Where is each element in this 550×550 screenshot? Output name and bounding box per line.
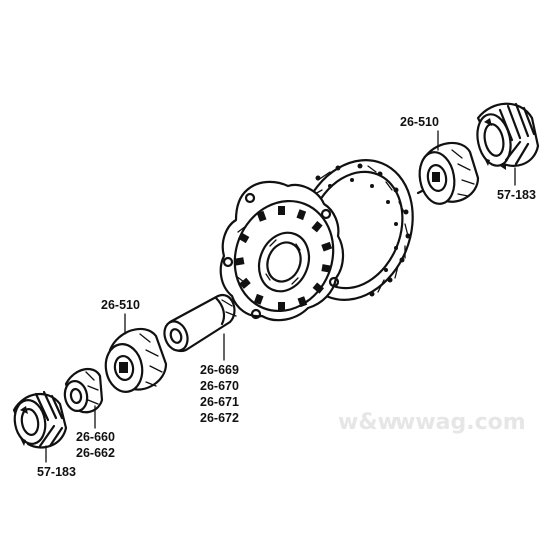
- label-cage-lower: 57-183: [37, 465, 76, 479]
- wheel-hub: [219, 159, 414, 322]
- roller-cage-57-183-lower: [12, 390, 68, 449]
- label-cage-upper: 57-183: [497, 188, 536, 202]
- label-race-1: 26-660: [76, 430, 115, 444]
- watermark-site: wwag.com: [395, 410, 526, 435]
- label-bearing-lower: 26-510: [101, 298, 140, 312]
- drum-holes: [315, 163, 411, 297]
- label-spacer-4: 26-672: [200, 411, 239, 425]
- label-spacer-3: 26-671: [200, 395, 239, 409]
- label-spacer-1: 26-669: [200, 363, 239, 377]
- race-26-660: [63, 367, 104, 414]
- label-race-2: 26-662: [76, 446, 115, 460]
- watermark-brand: w&w: [338, 410, 398, 435]
- label-spacer-2: 26-670: [200, 379, 239, 393]
- spacer-tube: [163, 293, 237, 353]
- leader-lines: [45, 130, 516, 463]
- label-bearing-upper: 26-510: [400, 115, 439, 129]
- bearing-26-510-upper: [418, 141, 480, 205]
- ring-teeth: [234, 206, 333, 311]
- roller-cage-57-183-upper: [476, 102, 540, 170]
- bearing-26-510-lower: [104, 327, 168, 393]
